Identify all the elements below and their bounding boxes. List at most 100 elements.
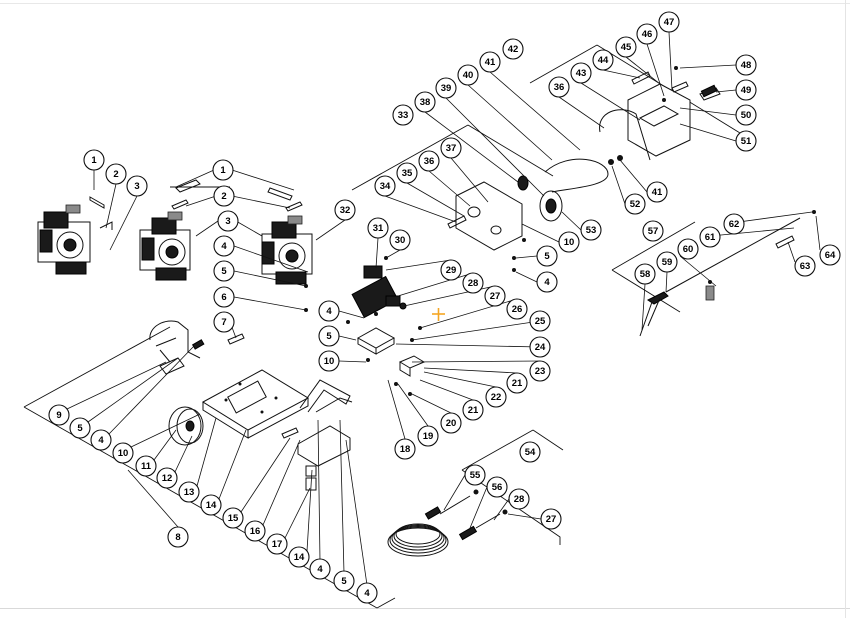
callout-circle xyxy=(288,546,310,568)
callout-circle xyxy=(536,271,558,293)
callout-29: 29 xyxy=(440,259,462,281)
callout-number: 21 xyxy=(512,378,523,389)
callout-number: 27 xyxy=(546,514,557,525)
callout-circle xyxy=(217,210,239,232)
callout-circle xyxy=(266,533,288,555)
callout-number: 2 xyxy=(221,191,226,202)
callout-51: 51 xyxy=(735,130,757,152)
callout-circle xyxy=(156,467,178,489)
callout-circle xyxy=(536,245,558,267)
callout-number: 4 xyxy=(98,435,104,446)
callout-circle xyxy=(506,298,528,320)
callout-circle xyxy=(244,520,266,542)
callout-13: 13 xyxy=(178,481,200,503)
callout-number: 9 xyxy=(56,410,61,421)
callout-circle xyxy=(178,481,200,503)
callout-55: 55 xyxy=(464,464,486,486)
callout-circle xyxy=(69,417,91,439)
callout-circle xyxy=(356,582,378,604)
callout-1: 1 xyxy=(83,149,105,171)
callout-number: 59 xyxy=(662,257,673,268)
callout-8: 8 xyxy=(167,526,189,548)
callout-number: 63 xyxy=(800,261,811,272)
leader-lines xyxy=(66,31,821,586)
callout-28: 28 xyxy=(508,488,530,510)
callout-circle xyxy=(519,441,541,463)
callout-4: 4 xyxy=(536,271,558,293)
callout-3: 3 xyxy=(217,210,239,232)
callout-number: 64 xyxy=(825,250,836,261)
wand-bracket xyxy=(611,221,696,313)
handle xyxy=(149,320,205,375)
callout-10: 10 xyxy=(112,442,134,464)
callout-30: 30 xyxy=(389,229,411,251)
callout-circle xyxy=(396,162,418,184)
callout-5: 5 xyxy=(318,325,340,347)
callout-number: 8 xyxy=(175,532,180,543)
callout-46: 46 xyxy=(636,23,658,45)
callout-circle xyxy=(392,104,414,126)
callout-number: 44 xyxy=(598,55,609,66)
callout-number: 7 xyxy=(221,317,226,328)
callout-number: 42 xyxy=(508,44,519,55)
callout-43: 43 xyxy=(570,62,592,84)
callout-circle xyxy=(367,217,389,239)
callout-number: 55 xyxy=(470,470,481,481)
callout-38: 38 xyxy=(414,91,436,113)
callout-number: 40 xyxy=(463,70,474,81)
callout-circle xyxy=(418,150,440,172)
callout-number: 2 xyxy=(113,169,118,180)
callout-16: 16 xyxy=(244,520,266,542)
callout-number: 23 xyxy=(535,366,546,377)
callout-circle xyxy=(334,199,356,221)
callout-11: 11 xyxy=(135,455,157,477)
callout-40: 40 xyxy=(457,64,479,86)
callout-layer: 1231234567954101112131415161714454845101… xyxy=(48,11,841,604)
callout-circle xyxy=(624,193,646,215)
callout-2: 2 xyxy=(213,185,235,207)
callout-number: 61 xyxy=(705,232,716,243)
callout-number: 28 xyxy=(468,278,479,289)
callout-number: 4 xyxy=(544,277,550,288)
callout-34: 34 xyxy=(374,175,396,197)
callout-circle xyxy=(213,286,235,308)
spray-gun xyxy=(639,291,669,337)
callout-61: 61 xyxy=(699,226,721,248)
callout-circle xyxy=(457,64,479,86)
callout-circle xyxy=(486,476,508,498)
callout-circle xyxy=(794,255,816,277)
callout-number: 43 xyxy=(576,68,587,79)
callout-number: 17 xyxy=(272,539,283,550)
callout-52: 52 xyxy=(624,193,646,215)
callout-9: 9 xyxy=(48,404,70,426)
callout-number: 14 xyxy=(294,552,305,563)
callout-number: 36 xyxy=(424,156,435,167)
callout-circle xyxy=(677,238,699,260)
callout-62: 62 xyxy=(723,213,745,235)
callout-circle xyxy=(540,508,562,530)
callout-47: 47 xyxy=(658,11,680,33)
callout-circle xyxy=(435,77,457,99)
callout-14: 14 xyxy=(200,494,222,516)
callout-6: 6 xyxy=(213,286,235,308)
callout-circle xyxy=(592,49,614,71)
callout-number: 13 xyxy=(184,487,195,498)
bottom-border xyxy=(0,608,850,609)
shaft-key xyxy=(447,215,467,229)
callout-27: 27 xyxy=(540,508,562,530)
callout-number: 60 xyxy=(683,244,694,255)
callout-7: 7 xyxy=(213,311,235,333)
callout-26: 26 xyxy=(506,298,528,320)
callout-number: 47 xyxy=(664,17,675,28)
callout-number: 37 xyxy=(446,143,457,154)
callout-number: 50 xyxy=(741,110,752,121)
callout-number: 54 xyxy=(525,447,536,458)
callout-circle xyxy=(135,455,157,477)
callout-number: 11 xyxy=(141,461,152,472)
callout-number: 57 xyxy=(648,226,659,237)
callout-number: 30 xyxy=(395,235,406,246)
callout-number: 32 xyxy=(340,205,351,216)
callout-number: 26 xyxy=(512,304,523,315)
pump-mount-bracket xyxy=(351,124,554,191)
callout-number: 10 xyxy=(324,356,335,367)
